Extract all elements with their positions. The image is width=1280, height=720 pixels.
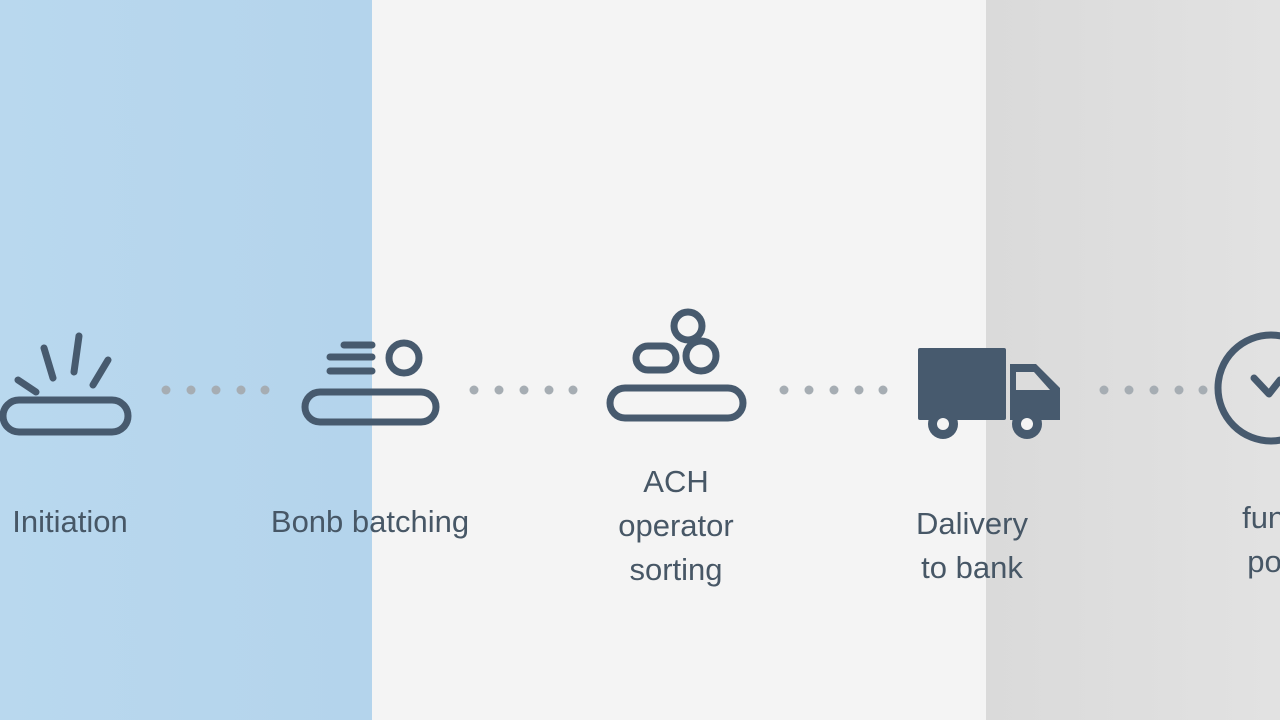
step-label-sorting: ACH operator sorting: [566, 460, 786, 592]
sorting-icon: [604, 306, 749, 426]
left-panel: [0, 0, 372, 720]
step-label-delivery: Dalivery to bank: [862, 502, 1082, 590]
initiation-icon: [0, 330, 135, 440]
label-line: Initiation: [12, 504, 128, 539]
label-line: posti: [1247, 544, 1280, 579]
label-line: operator: [618, 508, 734, 543]
label-line: funds: [1242, 500, 1280, 535]
right-panel: [986, 0, 1280, 720]
label-line: ACH: [643, 464, 709, 499]
batch-icon: [300, 335, 445, 430]
label-line: to bank: [921, 550, 1023, 585]
label-line: sorting: [629, 552, 723, 587]
connector-dots: [776, 385, 891, 395]
label-line: Dalivery: [916, 506, 1028, 541]
label-line: Bonb batching: [270, 504, 470, 539]
step-label-initiation: Initiation: [0, 500, 180, 544]
step-label-funds: funds posti: [1170, 496, 1280, 584]
connector-dots: [466, 385, 581, 395]
truck-icon: [916, 346, 1064, 441]
check-icon: [1214, 330, 1280, 448]
connector-dots: [158, 385, 273, 395]
step-label-batching: Bonb batching: [230, 500, 510, 544]
connector-dots: [1096, 385, 1211, 395]
